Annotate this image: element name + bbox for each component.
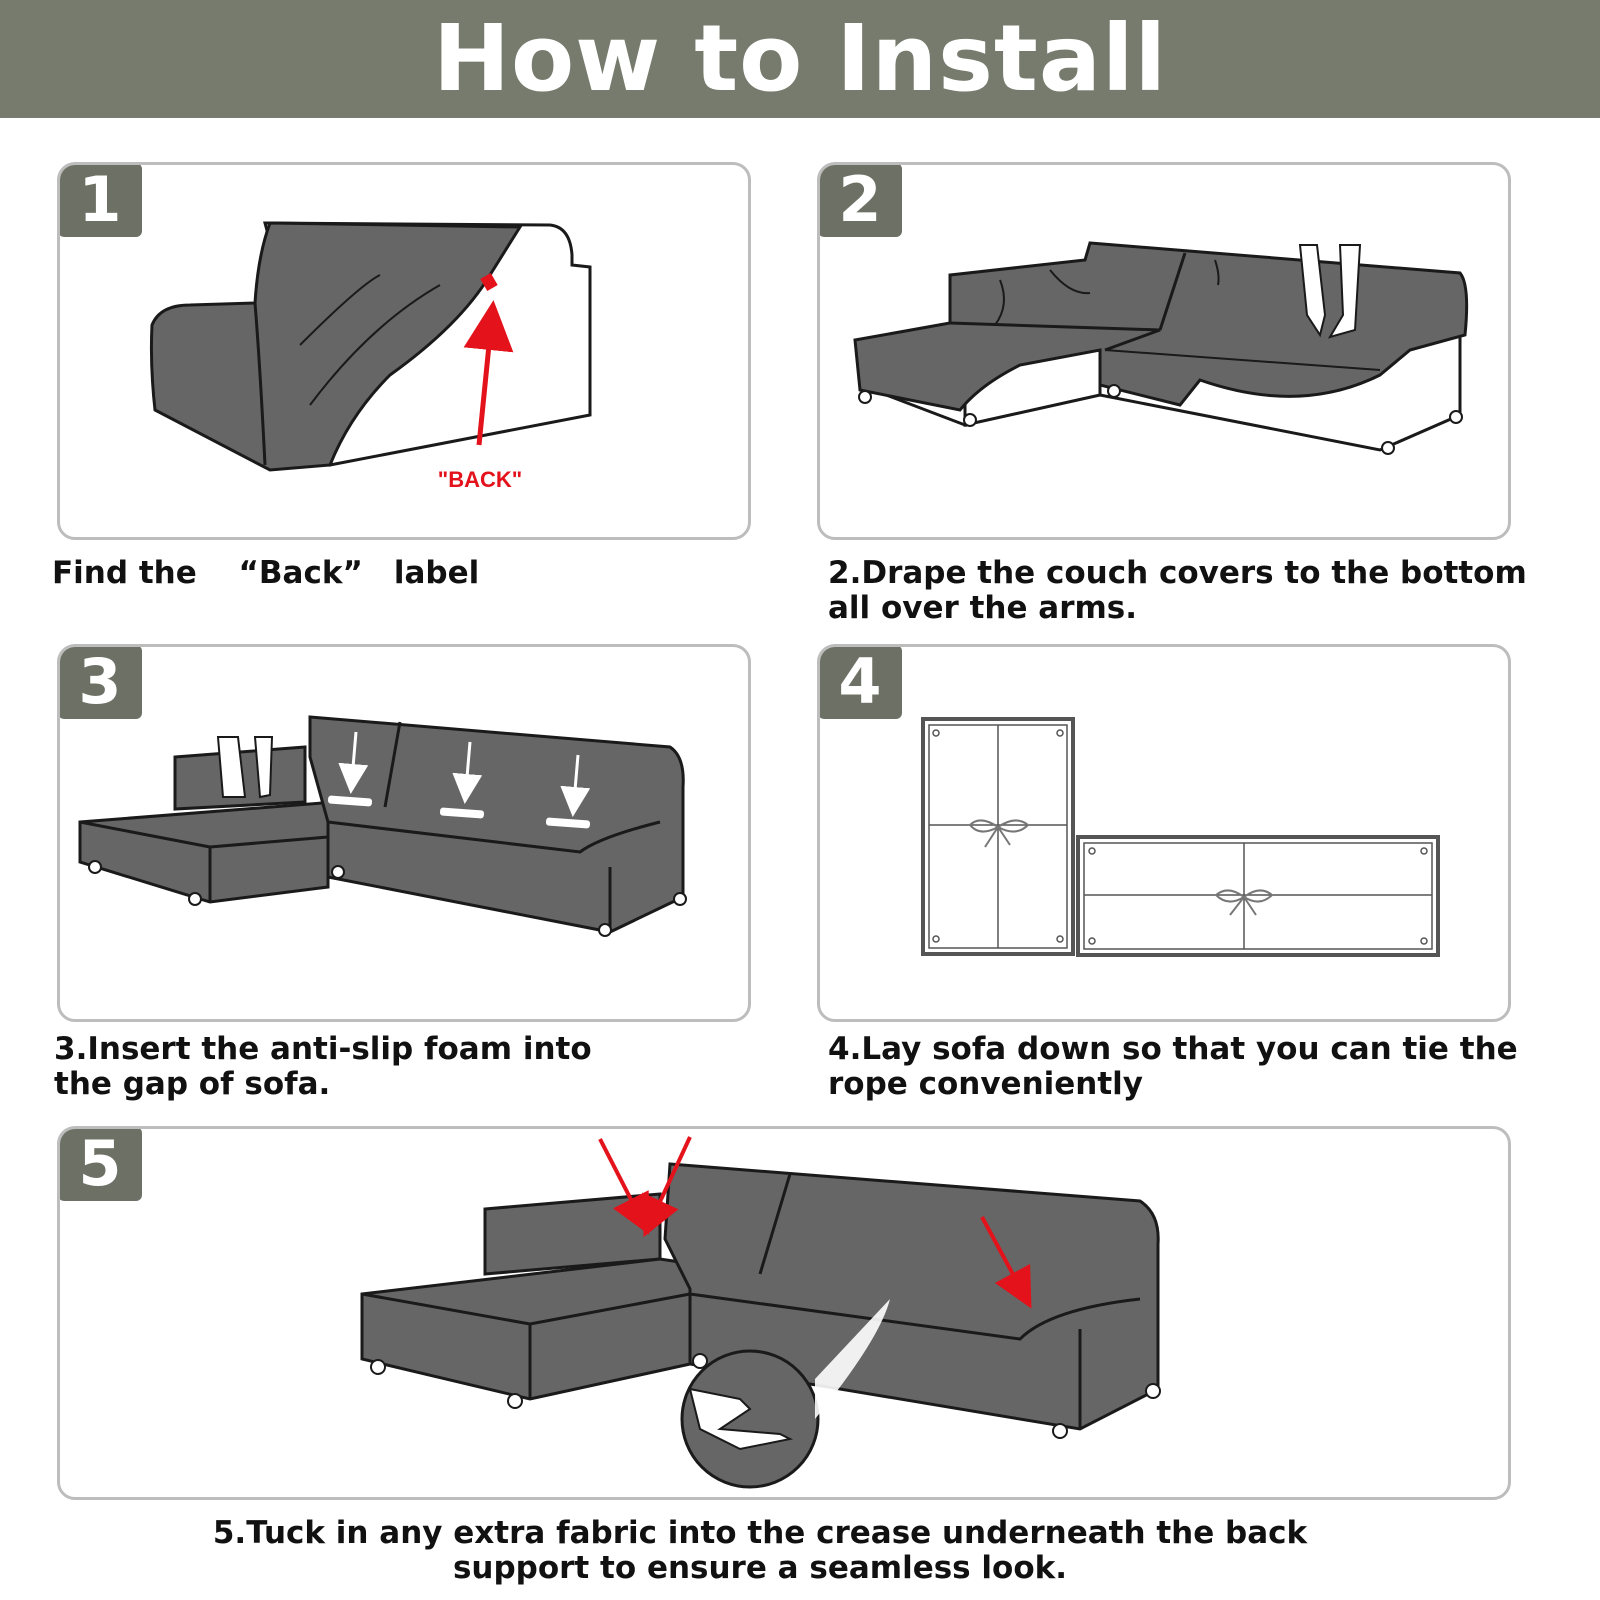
armchair-cover xyxy=(149,221,523,472)
red-arrow-icon xyxy=(598,1138,650,1235)
back-arrow-icon xyxy=(463,300,514,446)
step-number-badge: 4 xyxy=(820,647,902,719)
step-1-panel: "BACK" 1 xyxy=(57,162,751,540)
down-arrow-icon xyxy=(452,741,483,804)
step-number-badge: 3 xyxy=(60,647,142,719)
step-2-panel: 2 xyxy=(817,162,1511,540)
step-3-caption-line: the gap of sofa. xyxy=(54,1066,331,1102)
step-4-caption-line: rope conveniently xyxy=(828,1066,1144,1102)
step-3-illustration xyxy=(78,715,687,937)
red-arrow-icon xyxy=(642,1136,692,1238)
step-2-illustration xyxy=(853,241,1469,455)
step-5-illustration xyxy=(360,1136,1161,1489)
down-arrow-icon xyxy=(338,731,369,794)
step-2-caption-line: all over the arms. xyxy=(828,590,1138,626)
step-5-caption: 5.Tuck in any extra fabric into the crea… xyxy=(160,1516,1360,1586)
red-arrow-icon xyxy=(980,1216,1032,1309)
step-5-panel: 5 xyxy=(57,1126,1511,1500)
step-number-badge: 2 xyxy=(820,165,902,237)
step-5-caption-line: support to ensure a seamless look. xyxy=(452,1550,1068,1586)
back-label-text: "BACK" xyxy=(438,467,522,492)
step-2-caption-line: 2.Drape the couch covers to the bottom xyxy=(828,555,1527,591)
step-5-caption-line: 5.Tuck in any extra fabric into the crea… xyxy=(212,1515,1308,1551)
page-header: How to Install xyxy=(0,0,1600,118)
step-4-illustration xyxy=(921,717,1440,957)
cushion-horizontal xyxy=(1076,835,1440,957)
step-3-caption: 3.Insert the anti-slip foam into the gap… xyxy=(54,1032,592,1102)
back-label-tag xyxy=(480,272,498,292)
foam-strip xyxy=(327,795,373,807)
hands-icon xyxy=(1298,244,1362,339)
foam-strip xyxy=(439,807,485,819)
step-3-caption-line: 3.Insert the anti-slip foam into xyxy=(54,1031,592,1067)
step-1-caption: Find the “Back” label xyxy=(52,556,479,591)
step-number-badge: 5 xyxy=(60,1129,142,1201)
step-3-panel: 3 xyxy=(57,644,751,1022)
step-4-panel: 4 xyxy=(817,644,1511,1022)
foam-strip xyxy=(545,817,591,829)
step-2-caption: 2.Drape the couch covers to the bottom a… xyxy=(828,556,1527,626)
rope-bow-icon xyxy=(968,819,1030,848)
step-1-caption-line: Find the “Back” label xyxy=(52,555,480,591)
step-4-caption: 4.Lay sofa down so that you can tie the … xyxy=(828,1032,1518,1102)
page-title: How to Install xyxy=(432,5,1168,112)
step-number-badge: 1 xyxy=(60,165,142,237)
tuck-detail-circle xyxy=(680,1349,820,1489)
hands-icon xyxy=(216,736,274,799)
step-1-illustration: "BACK" xyxy=(149,221,592,492)
down-arrow-icon xyxy=(560,754,591,817)
step-4-caption-line: 4.Lay sofa down so that you can tie the xyxy=(828,1031,1518,1067)
rope-bow-icon xyxy=(1214,889,1274,916)
